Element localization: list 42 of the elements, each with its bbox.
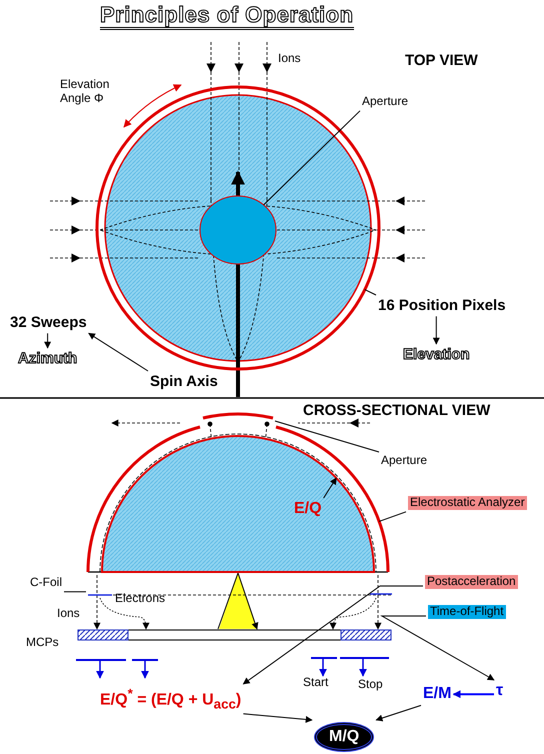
- aperture-cap: [202, 412, 274, 420]
- callout-label: Electrostatic Analyzer: [408, 496, 527, 510]
- callout-label: Spin Axis: [150, 373, 218, 390]
- callout-label: Ions: [57, 607, 80, 621]
- signal-label: Stop: [358, 678, 383, 692]
- result-badge: M/Q: [314, 722, 374, 752]
- section-heading: CROSS-SECTIONAL VIEW: [303, 402, 490, 420]
- callout-label: 32 Sweeps: [10, 314, 87, 332]
- arrow: [432, 316, 440, 345]
- symbol-label: τ: [496, 682, 504, 700]
- callout-label: Elevation Angle Φ: [60, 78, 110, 106]
- arrow: [380, 616, 495, 680]
- arrow: [44, 332, 52, 349]
- callout-label: Electrons: [115, 592, 166, 606]
- callout-label: E/Q: [294, 500, 322, 518]
- arrow: [323, 477, 337, 498]
- leader-line: [274, 420, 380, 452]
- callout-label: MCPs: [26, 636, 59, 650]
- callout-label: Aperture: [381, 454, 428, 468]
- callout-label: Time-of-Flight: [428, 605, 506, 619]
- aperture-opening: [200, 196, 276, 264]
- arrow: [242, 586, 424, 684]
- arrow: [376, 704, 422, 722]
- page-title: Principles of Operation: [100, 2, 354, 30]
- formula: E/M: [423, 685, 452, 704]
- callout-label: 16 Position Pixels: [378, 297, 506, 314]
- callout-label: C-Foil: [30, 576, 62, 590]
- leader-line: [378, 511, 406, 522]
- callout-label: Azimuth: [18, 350, 78, 368]
- callout-label: Postacceleration: [425, 575, 518, 589]
- callout-label: Elevation: [403, 346, 470, 364]
- callout-label: Aperture: [362, 95, 408, 109]
- signal-label: Start: [303, 676, 328, 690]
- leader-line: [364, 289, 376, 296]
- section-heading: TOP VIEW: [405, 52, 478, 70]
- formula: E/Q$^{*}$ = (E/Q + U$_{acc}$): [100, 686, 242, 712]
- leader-line: [263, 110, 360, 206]
- arrow: [452, 690, 494, 698]
- callout-label: Ions: [278, 52, 301, 66]
- leader-line: [64, 591, 86, 592]
- arrow: [88, 332, 148, 372]
- arrow: [242, 713, 313, 723]
